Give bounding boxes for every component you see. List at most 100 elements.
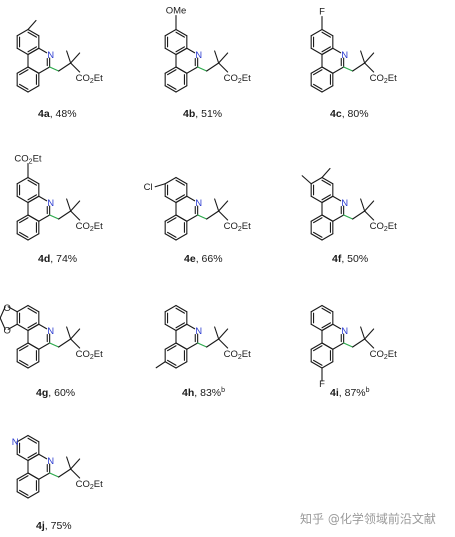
ester-co: CO	[224, 221, 238, 232]
methyl-bond	[360, 198, 366, 212]
ester-co: CO	[76, 221, 90, 232]
ester-et: Et	[242, 221, 251, 232]
ring-nitrogen: N	[195, 326, 202, 337]
ring-bond	[321, 47, 334, 56]
ring-bond	[186, 47, 196, 54]
chain-bond	[364, 210, 375, 221]
ring-bond	[16, 47, 29, 56]
ring-bond	[175, 28, 188, 37]
methyl-bond	[364, 328, 375, 340]
ester-subscript: 2	[90, 354, 94, 361]
ring-bond	[27, 472, 40, 480]
ring-double-bond	[27, 322, 37, 329]
ring-bond	[38, 323, 48, 330]
ring-bond	[175, 176, 188, 185]
ring-bond	[310, 195, 323, 204]
ring-double-bond	[27, 307, 37, 314]
ester-co: CO	[224, 349, 238, 360]
ring-bond	[16, 434, 29, 443]
substituent-bond	[155, 361, 166, 369]
methylene-linker	[49, 342, 60, 348]
ring-bond	[164, 28, 177, 37]
compound-yield: , 74%	[50, 253, 77, 265]
ring-double-bond	[175, 46, 185, 53]
methyl-bond	[66, 198, 72, 212]
ring-bond	[38, 66, 51, 74]
ester-co: CO	[76, 479, 90, 490]
ring-double-bond	[313, 359, 323, 366]
ring-double-bond	[175, 179, 185, 186]
ring-bond	[332, 66, 345, 74]
ring-double-bond	[27, 179, 37, 186]
ring-bond	[175, 304, 188, 313]
ester-co: CO	[370, 349, 384, 360]
ring-double-bond	[313, 217, 323, 224]
ring-double-bond	[167, 217, 177, 224]
compound-yield: , 83%	[194, 387, 221, 399]
ring-bond	[186, 66, 199, 74]
ring-bond	[321, 66, 334, 74]
ring-bond	[16, 361, 29, 369]
methylene-linker	[197, 66, 208, 72]
ring-bond	[175, 323, 188, 332]
ring-bond	[321, 361, 334, 369]
compound-label: 4d, 74%	[38, 253, 77, 265]
chain-bond	[352, 210, 366, 220]
methyl-bond	[66, 326, 72, 340]
compound-yield: , 51%	[195, 108, 222, 120]
ring-bond	[175, 233, 188, 241]
ring-bond	[27, 453, 40, 462]
ring-bond	[27, 323, 40, 332]
chain-bond	[58, 210, 72, 220]
ring-bond	[27, 195, 40, 204]
ring-double-bond	[313, 231, 323, 238]
ring-bond	[16, 491, 29, 499]
ester-et: Et	[388, 73, 397, 84]
ring-double-bond	[19, 231, 29, 238]
ring-bond	[27, 491, 40, 499]
dioxole-bond	[7, 306, 18, 313]
ester-group: CO2Et	[370, 73, 397, 85]
ring-double-bond	[321, 307, 331, 314]
methylene-linker	[49, 66, 60, 72]
ring-bond	[164, 323, 177, 332]
ring-double-bond	[321, 322, 331, 329]
chain-bond	[70, 210, 81, 221]
ring-double-bond	[321, 194, 331, 201]
chain-bond	[70, 468, 81, 479]
ring-bond	[16, 28, 29, 37]
ring-bond	[310, 304, 323, 313]
ring-bond	[38, 47, 48, 54]
ring-double-bond	[19, 359, 29, 366]
ring-bond	[186, 195, 196, 202]
chain-bond	[58, 468, 72, 478]
ester-group: CO2Et	[76, 73, 103, 85]
compound-label: 4b, 51%	[183, 108, 222, 120]
ester-et: Et	[94, 221, 103, 232]
substituent-bond	[27, 19, 37, 31]
ester-subscript: 2	[384, 354, 388, 361]
dioxole-bond	[0, 317, 6, 330]
watermark: 知乎 @化学领域前沿文献	[300, 512, 436, 526]
methylene-linker	[197, 214, 208, 220]
methylene-linker	[343, 66, 354, 72]
chain-bond	[364, 338, 375, 349]
ester-group: CO2Et	[370, 221, 397, 233]
ring-bond	[164, 214, 177, 222]
ring-bond	[27, 233, 40, 241]
ring-bond	[16, 323, 29, 332]
ring-bond	[310, 323, 323, 332]
ring-bond	[38, 453, 48, 460]
compound-label: 4a, 48%	[38, 108, 77, 120]
ring-bond	[164, 176, 177, 185]
ring-nitrogen: N	[341, 50, 348, 61]
ester-subscript: 2	[238, 78, 242, 85]
ring-bond	[16, 304, 29, 313]
methyl-bond	[360, 50, 366, 64]
compound-id: 4f	[332, 253, 342, 265]
compound-label: 4f, 50%	[332, 253, 368, 265]
